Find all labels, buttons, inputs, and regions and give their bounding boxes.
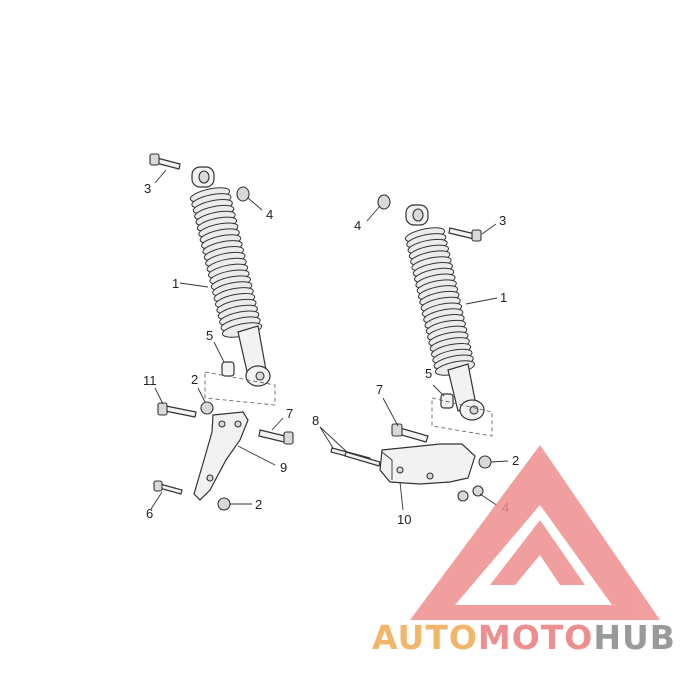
callout-right-nut-top: 4 [354, 218, 361, 233]
callout-left-bolt-mid: 7 [286, 406, 293, 421]
callout-right-bolt-top: 3 [499, 213, 506, 228]
right-bracket [379, 443, 476, 485]
left-nut-bottom [217, 497, 231, 511]
callout-left-bolt-top: 3 [144, 181, 151, 196]
left-shock-absorber [189, 166, 271, 387]
callout-right-bolt: 7 [376, 382, 383, 397]
callout-left-bracket: 9 [280, 460, 287, 475]
callout-left-bolt-long: 11 [143, 373, 157, 388]
left-bolt-top [149, 153, 181, 170]
watermark-brand: AUTOMOTOHUB [372, 618, 676, 657]
right-bolt-top [448, 227, 482, 242]
left-bolt-mid [258, 429, 294, 445]
right-bolt [391, 423, 429, 443]
right-nut-top [377, 194, 391, 210]
right-nut [478, 455, 492, 469]
callout-right-bolts-pair: 8 [312, 413, 319, 428]
callout-left-nut-bottom: 2 [255, 497, 262, 512]
left-bolt-long [157, 402, 197, 418]
callout-right-spacer: 5 [425, 366, 432, 381]
callout-left-shock: 1 [172, 276, 179, 291]
leader-lines [150, 169, 509, 511]
watermark-part-2: MOTO [477, 618, 594, 657]
right-spacer [440, 393, 454, 409]
right-washers [457, 485, 484, 502]
watermark-part-1: AUTO [372, 618, 478, 657]
left-bolt-bottom [153, 480, 183, 495]
callout-right-nut: 2 [512, 453, 519, 468]
watermark-logo-icon [410, 445, 660, 620]
left-spacer [221, 361, 235, 377]
callout-left-nut-bracket: 2 [191, 372, 198, 387]
left-bracket [193, 411, 249, 501]
callout-right-bracket: 10 [397, 512, 411, 527]
right-bolts-pair [330, 447, 381, 467]
callout-right-shock: 1 [500, 290, 507, 305]
left-nut-bracket [200, 401, 214, 415]
watermark-part-3: HUB [593, 618, 676, 657]
callout-left-spacer: 5 [206, 328, 213, 343]
left-nut-top [236, 186, 250, 202]
right-shock-absorber [404, 204, 485, 421]
callout-left-bolt-bottom: 6 [146, 506, 153, 521]
callout-left-nut-top: 4 [266, 207, 273, 222]
